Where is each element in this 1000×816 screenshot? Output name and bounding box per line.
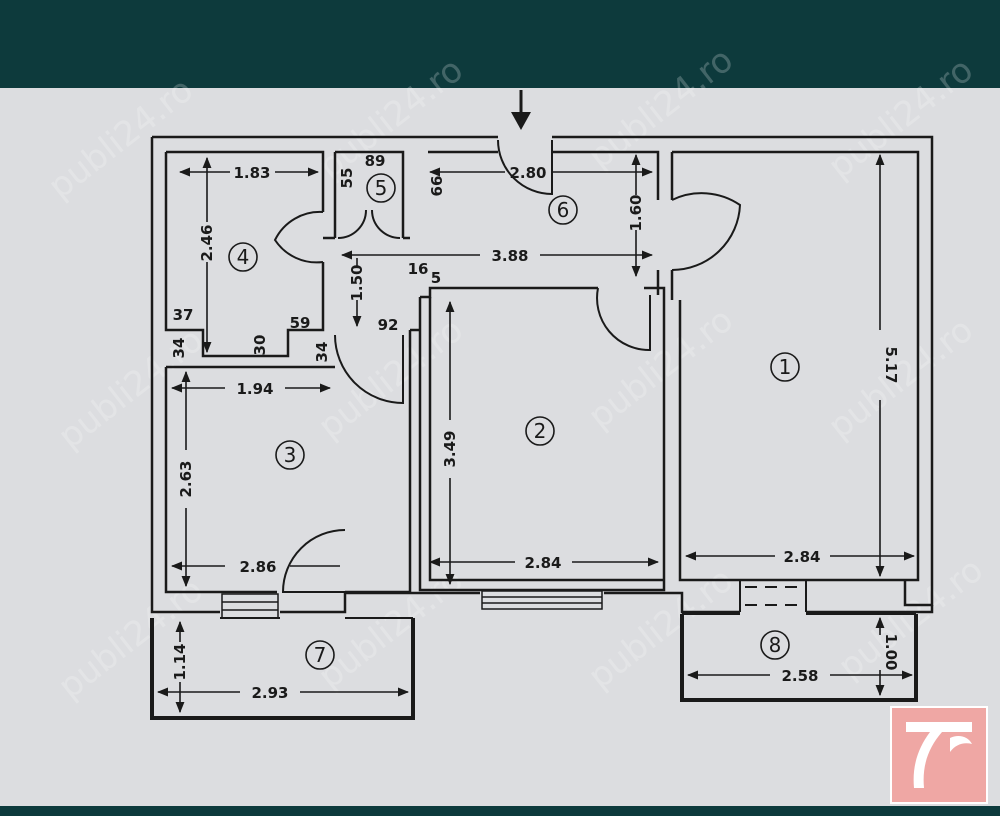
- room-marker-2: [525, 416, 555, 446]
- dim-label: 2.46: [198, 224, 216, 261]
- dim-label: 3.88: [491, 247, 528, 265]
- walls: [150, 135, 934, 720]
- dim-label: 1.14: [171, 643, 189, 680]
- dim-label: 34: [313, 342, 331, 363]
- room-number: 4: [237, 245, 250, 269]
- dim-label: 2.86: [239, 558, 276, 576]
- dim-label: 2.93: [251, 684, 288, 702]
- room-marker-7: [305, 640, 335, 670]
- dim-label: 1.94: [236, 380, 273, 398]
- dim-label: 2.63: [177, 460, 195, 497]
- room-number: 8: [769, 633, 782, 657]
- room-marker-5: [366, 173, 396, 203]
- dim-label: 1.60: [627, 194, 645, 231]
- room-numbers: [228, 173, 800, 670]
- watermark-layer: publi24.ro publi24.ro publi24.ro publi24…: [41, 40, 991, 707]
- dim-label: 2.84: [524, 554, 561, 572]
- dim-label: 34: [170, 338, 188, 359]
- watermark-text: publi24.ro: [831, 550, 991, 687]
- dim-label: 89: [365, 152, 386, 170]
- room-number: 6: [557, 198, 570, 222]
- dim-label: 37: [173, 306, 194, 324]
- room-number: 1: [779, 355, 792, 379]
- dim-label: 55: [338, 168, 356, 189]
- dim-label: 3.49: [441, 430, 459, 467]
- dim-label: 30: [251, 335, 269, 356]
- dimension-labels: 1.83 89 55 66 2.80 2.46 1.60 3.88 16 5 1…: [170, 152, 900, 702]
- dim-label: 59: [290, 314, 311, 332]
- logo-glyph-icon: [906, 722, 972, 788]
- dim-label: 1.83: [233, 164, 270, 182]
- dim-label: 1.00: [882, 633, 900, 670]
- dim-label: 16: [408, 260, 429, 278]
- room-marker-6: [548, 195, 578, 225]
- dim-label: 2.80: [509, 164, 546, 182]
- watermark-text: publi24.ro: [821, 50, 981, 187]
- watermark-text: publi24.ro: [51, 570, 211, 707]
- dim-label: 5: [431, 269, 441, 287]
- dim-label: 2.84: [783, 548, 820, 566]
- watermark-text: publi24.ro: [581, 40, 741, 177]
- windows: [221, 590, 603, 619]
- dimension-lines: [156, 153, 916, 714]
- room-number: 2: [534, 419, 547, 443]
- room-number: 7: [314, 643, 327, 667]
- room-number: 3: [284, 443, 297, 467]
- publi24-logo-icon: [890, 706, 988, 804]
- dim-label: 2.58: [781, 667, 818, 685]
- watermark-text: publi24.ro: [41, 70, 201, 207]
- dim-label: 1.50: [348, 264, 366, 301]
- dim-label: 66: [428, 176, 446, 197]
- room-marker-3: [275, 440, 305, 470]
- watermark-text: publi24.ro: [581, 300, 741, 437]
- room-number: 5: [375, 176, 388, 200]
- dim-label: 92: [378, 316, 399, 334]
- entrance-arrow-icon: [511, 90, 531, 130]
- room-marker-1: [770, 352, 800, 382]
- room-marker-4: [228, 242, 258, 272]
- dim-label: 5.17: [882, 346, 900, 383]
- room-number-labels: 1 2 3 4 5 6 7 8: [237, 176, 792, 667]
- room-marker-8: [760, 630, 790, 660]
